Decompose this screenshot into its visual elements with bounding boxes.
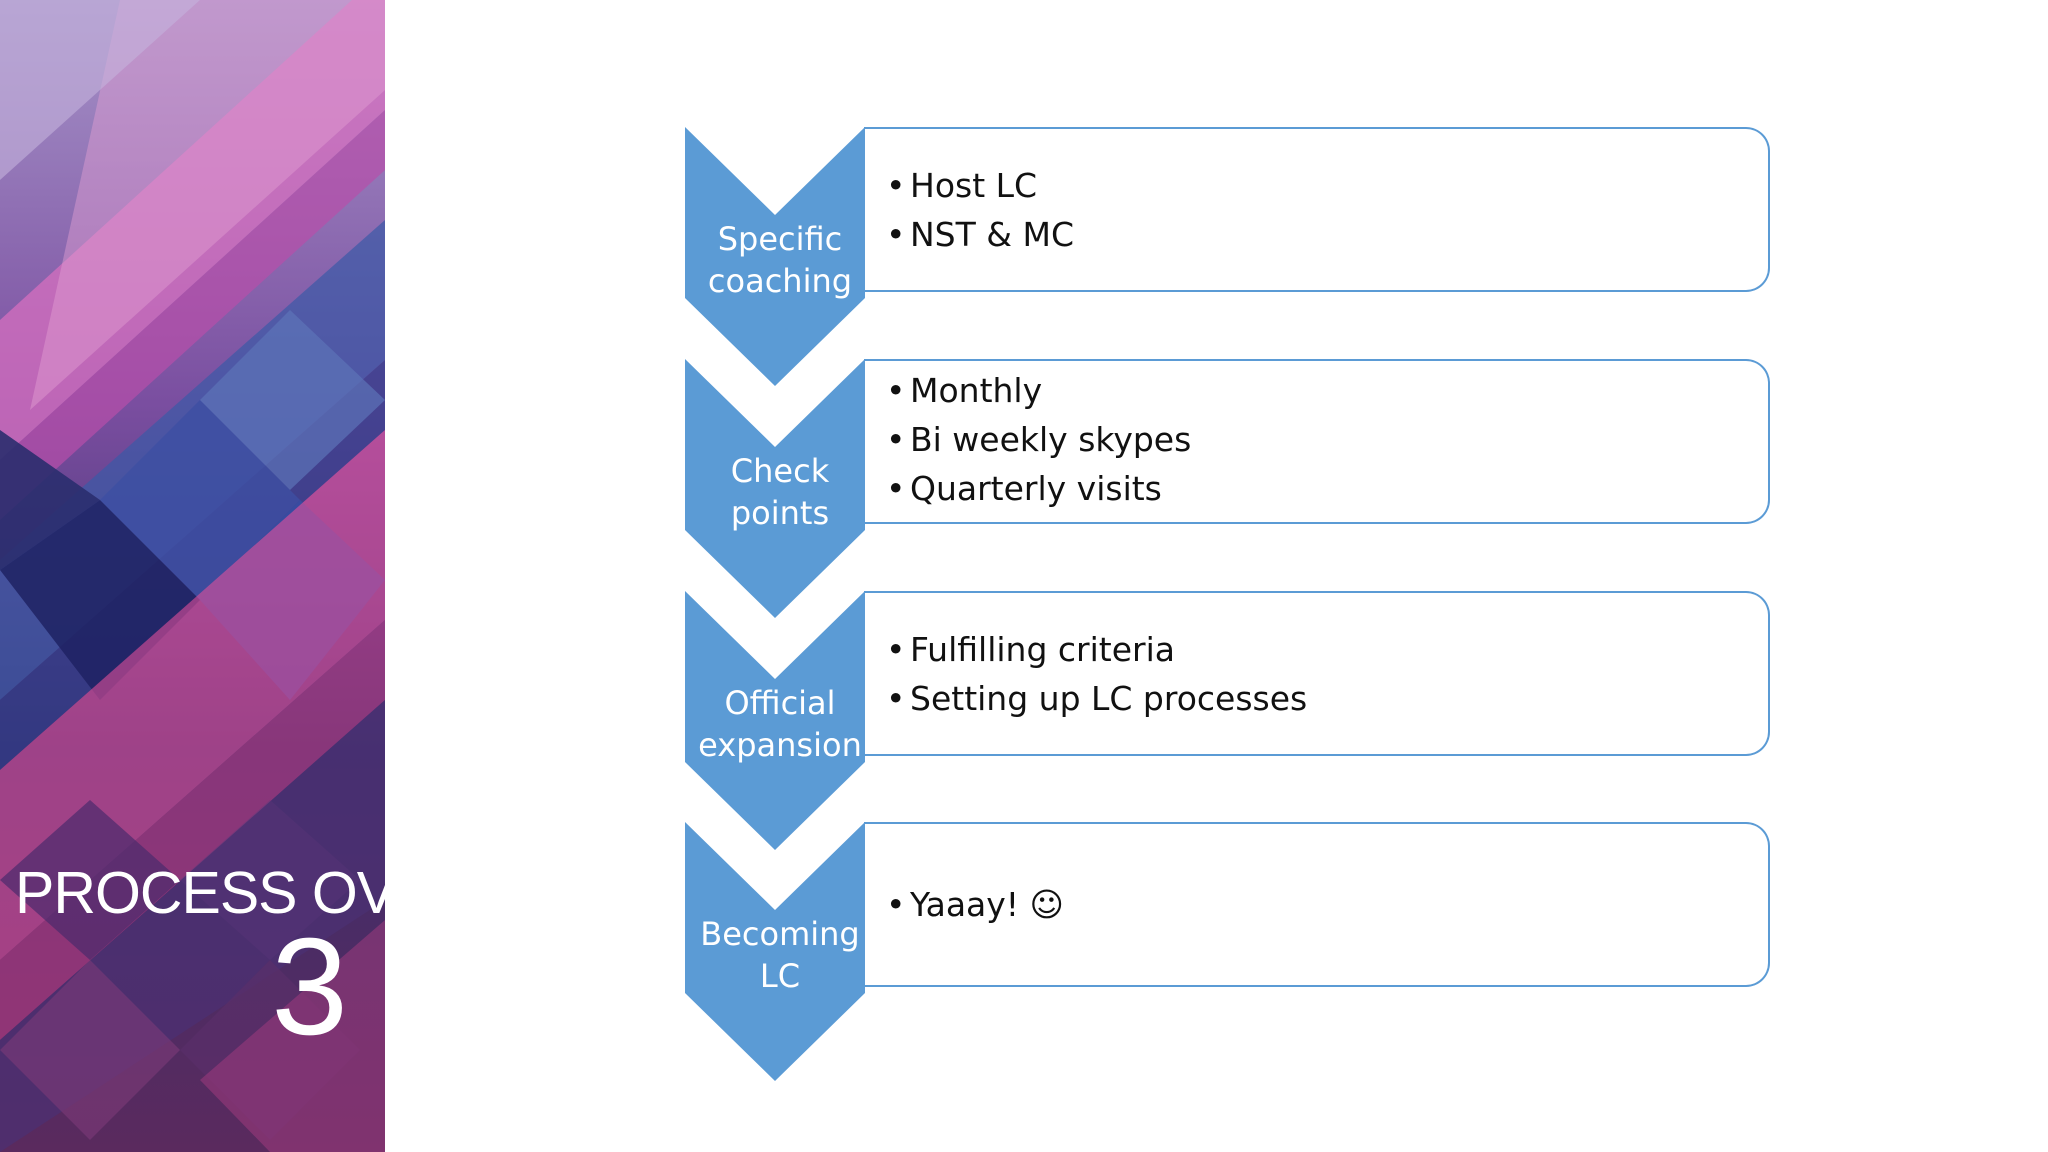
step-detail-box: •Fulfilling criteria •Setting up LC proc…: [864, 591, 1770, 756]
step-label-line: points: [730, 493, 830, 532]
step-label-line: Check: [730, 451, 830, 490]
list-item: •Setting up LC processes: [886, 679, 1308, 718]
step-detail-box: •Yaaay! ☺: [864, 822, 1770, 987]
bullet-text: Setting up LC processes: [910, 679, 1308, 718]
step-bullet-list: •Monthly •Bi weekly skypes •Quarterly vi…: [886, 366, 1191, 513]
list-item: •Quarterly visits: [886, 469, 1162, 508]
content-area: •Host LC •NST & MC Specific coaching •Mo…: [385, 0, 2048, 1152]
list-item: •Yaaay! ☺: [886, 885, 1064, 924]
bullet-text: Host LC: [910, 166, 1038, 205]
step-label-line: Becoming: [700, 914, 860, 953]
step-label: Official expansion: [685, 591, 875, 850]
list-item: •Fulfilling criteria: [886, 630, 1175, 669]
bullet-text: Yaaay! ☺: [910, 885, 1064, 924]
bullet-text: NST & MC: [910, 215, 1075, 254]
list-item: •Monthly: [886, 371, 1043, 410]
step-label-line: Specific: [717, 219, 843, 258]
bullet-text: Quarterly visits: [910, 469, 1162, 508]
chevron-shape: [685, 127, 865, 386]
slide-title: PROCESS OVER: [15, 860, 385, 926]
geometric-background: [0, 0, 385, 1152]
step-detail-box: •Monthly •Bi weekly skypes •Quarterly vi…: [864, 359, 1770, 524]
list-item: •Bi weekly skypes: [886, 420, 1192, 459]
step-label: Becoming LC: [685, 822, 875, 1081]
step-bullet-list: •Host LC •NST & MC: [886, 161, 1074, 259]
step-label-line: Official: [724, 683, 836, 722]
chevron-shape: [685, 822, 865, 1081]
step-label: Specific coaching: [685, 127, 875, 386]
list-item: •Host LC: [886, 166, 1038, 205]
slide-number: 3: [271, 910, 348, 1064]
step-bullet-list: •Yaaay! ☺: [886, 880, 1064, 929]
bullet-text: Fulfilling criteria: [910, 630, 1175, 669]
step-bullet-list: •Fulfilling criteria •Setting up LC proc…: [886, 625, 1307, 723]
chevron-shape: [685, 359, 865, 618]
step-label-line: expansion: [698, 725, 862, 764]
step-detail-box: •Host LC •NST & MC: [864, 127, 1770, 292]
step-label-line: LC: [759, 956, 801, 995]
step-label-line: coaching: [707, 261, 853, 300]
process-diagram: •Host LC •NST & MC Specific coaching •Mo…: [385, 0, 2048, 1152]
side-panel: PROCESS OVER 3: [0, 0, 385, 1152]
bullet-text: Monthly: [910, 371, 1043, 410]
list-item: •NST & MC: [886, 215, 1075, 254]
bullet-text: Bi weekly skypes: [910, 420, 1192, 459]
chevron-shape: [685, 591, 865, 850]
step-label: Check points: [685, 359, 875, 618]
